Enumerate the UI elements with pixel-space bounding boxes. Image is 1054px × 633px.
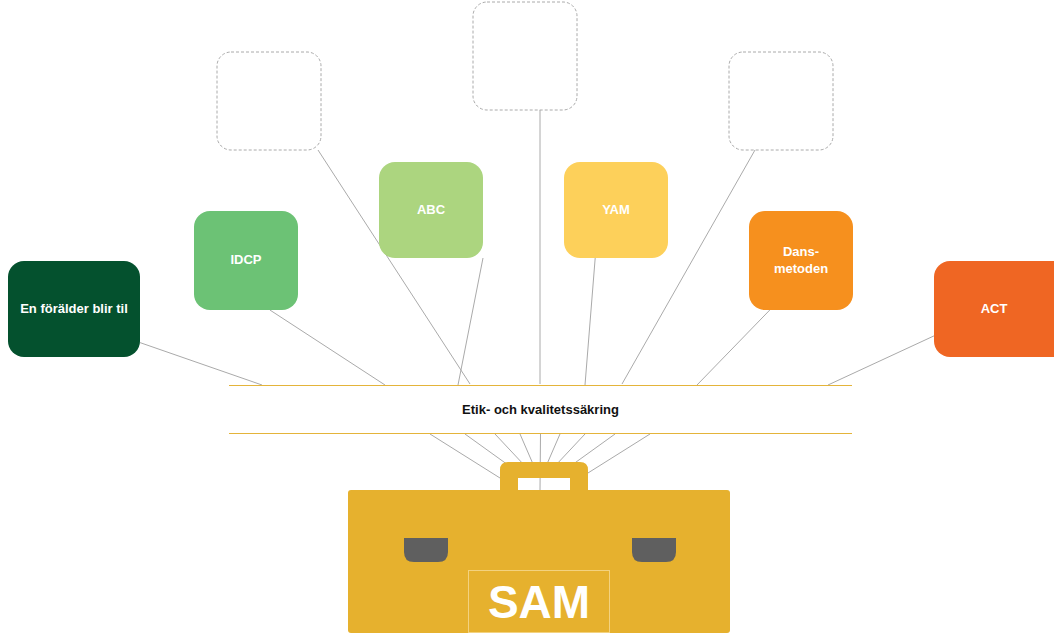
label-frame: SAM: [468, 570, 610, 633]
connector: [270, 310, 385, 385]
empty-box: [217, 2, 833, 150]
box-label: ABC: [417, 202, 445, 219]
program-box: ABC: [379, 162, 483, 258]
program-box: ACT: [934, 261, 1054, 357]
connector: [585, 258, 595, 385]
program-box: YAM: [564, 162, 668, 258]
program-box: IDCP: [194, 211, 298, 310]
latch: [632, 538, 676, 562]
box-label: ACT: [981, 301, 1008, 318]
toolbox-label: SAM: [488, 575, 590, 629]
latch: [404, 538, 448, 562]
program-box: En förälder blir til: [8, 261, 140, 357]
box-label: YAM: [602, 202, 630, 219]
leader-line: [318, 110, 755, 384]
connector: [458, 258, 483, 385]
program-box: Dans- metoden: [749, 211, 853, 310]
connector: [140, 343, 262, 385]
box-label: IDCP: [230, 252, 261, 269]
band-label: Etik- och kvalitetssäkring: [462, 402, 619, 417]
band: Etik- och kvalitetssäkring: [229, 385, 852, 434]
box-label: Dans- metoden: [757, 244, 845, 278]
toolbox: SAM: [348, 490, 730, 633]
connector: [828, 336, 934, 385]
connector: [697, 310, 770, 385]
box-label: En förälder blir til: [20, 301, 128, 318]
